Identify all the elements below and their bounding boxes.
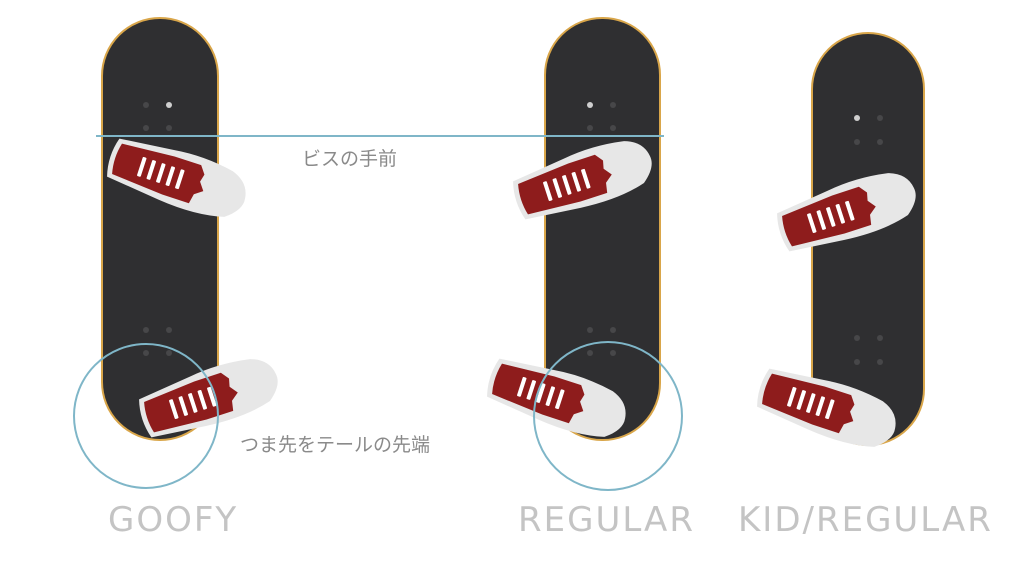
regular-front-bolts xyxy=(587,102,616,131)
regular-rear-bolts xyxy=(587,327,616,356)
goofy-rear-bolts xyxy=(143,327,172,356)
goofy-deck xyxy=(101,17,219,441)
kid-regular-label: KID/REGULAR xyxy=(738,500,993,540)
toe-on-tail-note: つま先をテールの先端 xyxy=(240,434,431,456)
kid-rear-bolts xyxy=(854,335,883,365)
regular-tail-guide-circle xyxy=(533,341,683,491)
bolt-front-note: ビスの手前 xyxy=(302,148,398,170)
goofy-tail-guide-circle xyxy=(73,343,219,489)
regular-label: REGULAR xyxy=(518,500,695,540)
kid-front-bolts xyxy=(854,115,883,145)
regular-board xyxy=(544,17,661,441)
regular-deck xyxy=(544,17,661,441)
goofy-front-bolts xyxy=(143,102,172,131)
goofy-board xyxy=(101,17,219,441)
goofy-label: GOOFY xyxy=(108,500,239,540)
